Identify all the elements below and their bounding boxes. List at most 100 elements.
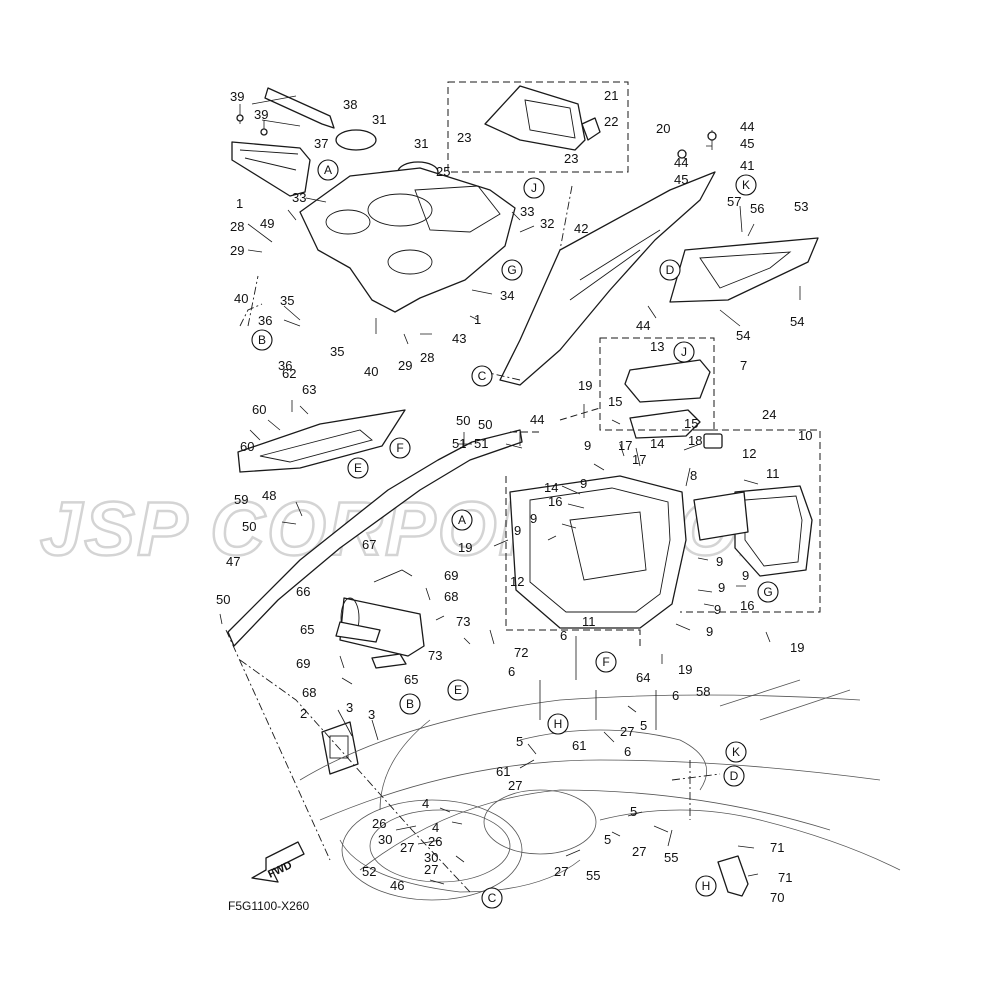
callout-59: 59 xyxy=(234,492,248,507)
callout-15: 15 xyxy=(684,416,698,431)
callout-33: 33 xyxy=(520,204,534,219)
callout-26: 26 xyxy=(372,816,386,831)
callout-54: 54 xyxy=(790,314,804,329)
callout-69: 69 xyxy=(444,568,458,583)
callout-73: 73 xyxy=(428,648,442,663)
callout-54: 54 xyxy=(736,328,750,343)
ref-marker-E: E xyxy=(347,457,369,479)
callout-12: 12 xyxy=(742,446,756,461)
callout-43: 43 xyxy=(452,331,466,346)
svg-text:F: F xyxy=(396,441,403,455)
svg-text:F: F xyxy=(602,655,609,669)
callout-29: 29 xyxy=(230,243,244,258)
svg-text:E: E xyxy=(454,683,462,697)
svg-text:A: A xyxy=(458,513,466,527)
callout-50: 50 xyxy=(478,417,492,432)
callout-13: 13 xyxy=(650,339,664,354)
callout-47: 47 xyxy=(226,554,240,569)
callout-26: 26 xyxy=(428,834,442,849)
callout-19: 19 xyxy=(458,540,472,555)
callout-34: 34 xyxy=(500,288,514,303)
ref-marker-C: C xyxy=(471,365,493,387)
callout-58: 58 xyxy=(696,684,710,699)
callout-5: 5 xyxy=(640,718,647,733)
callout-8: 8 xyxy=(690,468,697,483)
callout-45: 45 xyxy=(674,172,688,187)
callout-68: 68 xyxy=(444,589,458,604)
callout-6: 6 xyxy=(672,688,679,703)
callout-49: 49 xyxy=(260,216,274,231)
callout-71: 71 xyxy=(778,870,792,885)
callout-67: 67 xyxy=(362,537,376,552)
callout-9: 9 xyxy=(714,602,721,617)
callout-9: 9 xyxy=(716,554,723,569)
callout-39: 39 xyxy=(254,107,268,122)
svg-text:H: H xyxy=(554,717,563,731)
callout-55: 55 xyxy=(586,868,600,883)
callout-11: 11 xyxy=(766,466,780,481)
callout-27: 27 xyxy=(400,840,414,855)
callout-9: 9 xyxy=(706,624,713,639)
callout-4: 4 xyxy=(422,796,429,811)
callout-69: 69 xyxy=(296,656,310,671)
callout-63: 63 xyxy=(302,382,316,397)
callout-18: 18 xyxy=(688,433,702,448)
svg-text:B: B xyxy=(258,333,266,347)
ref-marker-J: J xyxy=(673,341,695,363)
callout-45: 45 xyxy=(740,136,754,151)
callout-16: 16 xyxy=(548,494,562,509)
callout-61: 61 xyxy=(572,738,586,753)
callout-27: 27 xyxy=(632,844,646,859)
callout-35: 35 xyxy=(330,344,344,359)
svg-text:G: G xyxy=(507,263,516,277)
callout-15: 15 xyxy=(608,394,622,409)
callout-44: 44 xyxy=(636,318,650,333)
callout-5: 5 xyxy=(516,734,523,749)
fwd-arrow-icon: FWD xyxy=(251,841,305,883)
svg-text:J: J xyxy=(681,345,687,359)
callout-44: 44 xyxy=(740,119,754,134)
callout-27: 27 xyxy=(620,724,634,739)
callout-51: 51 xyxy=(474,436,488,451)
callout-9: 9 xyxy=(530,511,537,526)
callout-36: 36 xyxy=(278,358,292,373)
callout-64: 64 xyxy=(636,670,650,685)
callout-23: 23 xyxy=(564,151,578,166)
callout-9: 9 xyxy=(742,568,749,583)
callout-9: 9 xyxy=(584,438,591,453)
callout-14: 14 xyxy=(544,480,558,495)
callout-48: 48 xyxy=(262,488,276,503)
svg-text:C: C xyxy=(478,369,487,383)
callout-37: 37 xyxy=(314,136,328,151)
ref-marker-B: B xyxy=(251,329,273,351)
svg-text:D: D xyxy=(666,263,675,277)
callout-17: 17 xyxy=(632,452,646,467)
callout-21: 21 xyxy=(604,88,618,103)
fasteners xyxy=(219,95,801,885)
ref-marker-A: A xyxy=(317,159,339,181)
ref-marker-K: K xyxy=(725,741,747,763)
ref-marker-C: C xyxy=(481,887,503,909)
callout-65: 65 xyxy=(404,672,418,687)
svg-text:K: K xyxy=(742,178,750,192)
svg-text:H: H xyxy=(702,879,711,893)
callout-27: 27 xyxy=(508,778,522,793)
callout-16: 16 xyxy=(740,598,754,613)
callout-11: 11 xyxy=(582,614,596,629)
callout-53: 53 xyxy=(794,199,808,214)
callout-9: 9 xyxy=(718,580,725,595)
callout-6: 6 xyxy=(508,664,515,679)
ref-marker-F: F xyxy=(389,437,411,459)
callout-44: 44 xyxy=(530,412,544,427)
ref-marker-J: J xyxy=(523,177,545,199)
callout-27: 27 xyxy=(424,862,438,877)
callout-52: 52 xyxy=(362,864,376,879)
callout-39: 39 xyxy=(230,89,244,104)
callout-25: 25 xyxy=(436,164,450,179)
callout-23: 23 xyxy=(457,130,471,145)
svg-text:C: C xyxy=(488,891,497,905)
callout-42: 42 xyxy=(574,221,588,236)
diagram-code: F5G1100-X260 xyxy=(228,899,309,913)
callouts: 39 39 38 37 31 31 25 33 1 49 28 29 40 35… xyxy=(216,88,812,905)
